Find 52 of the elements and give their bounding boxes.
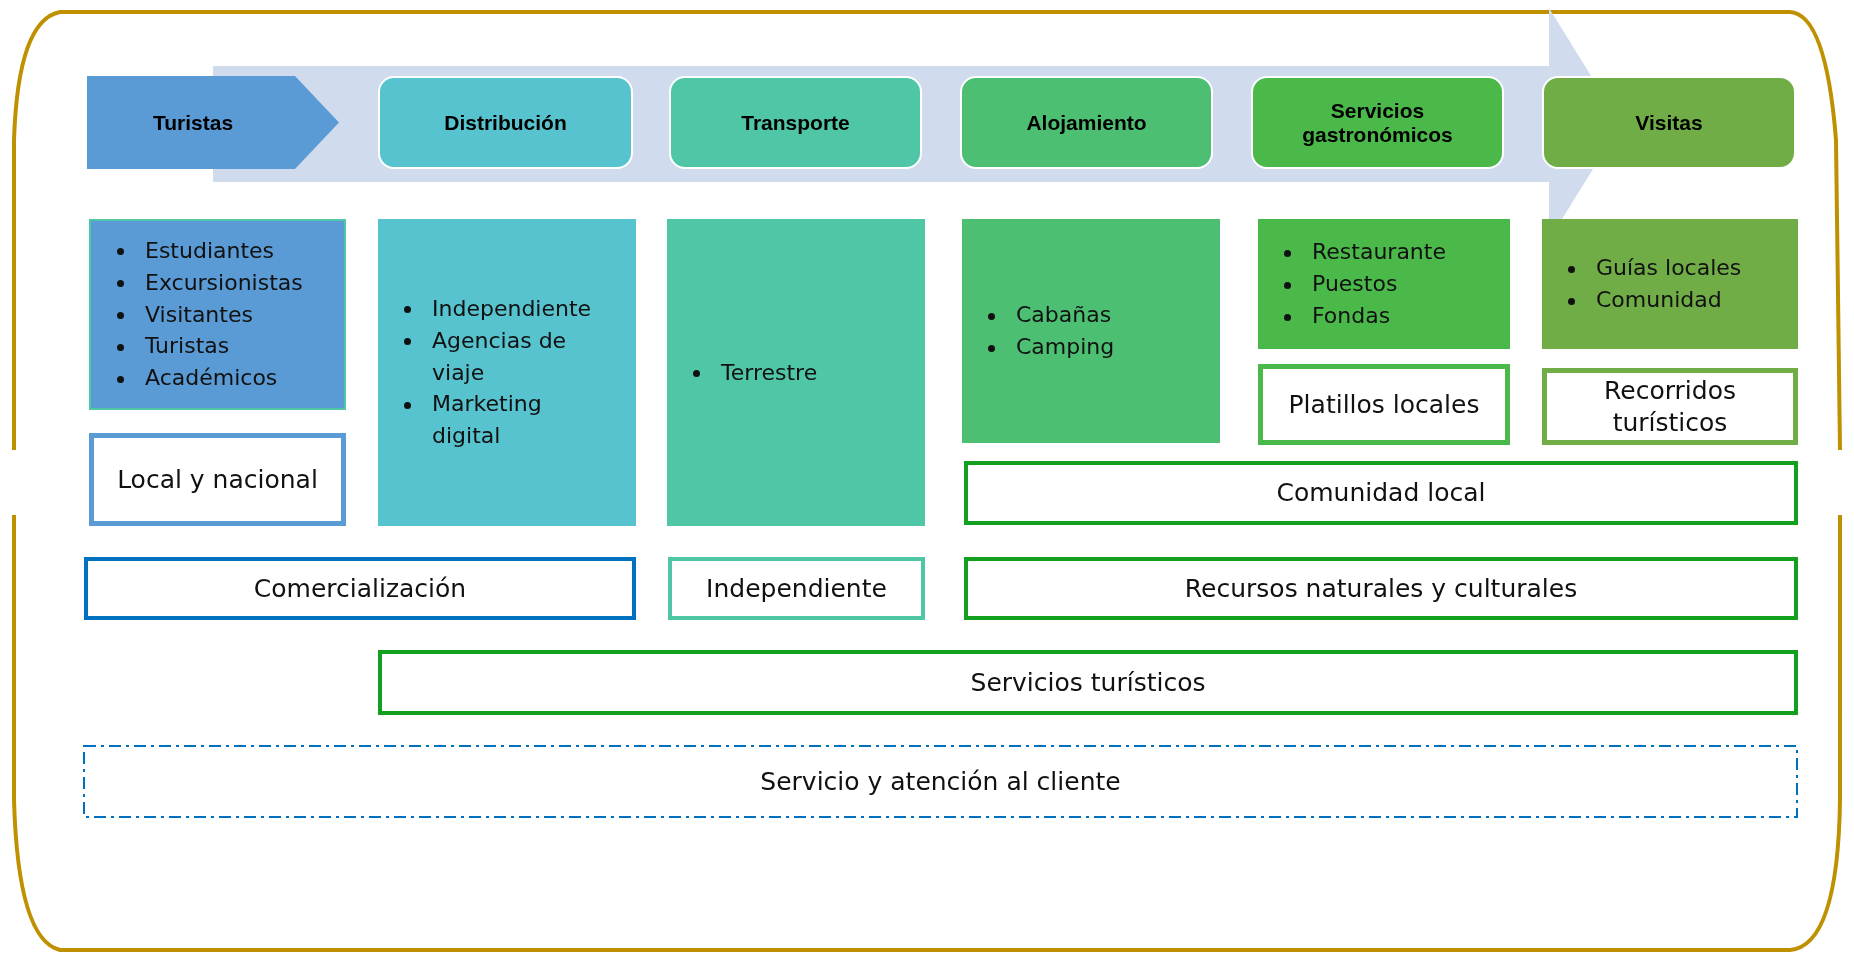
bullet-item: Terrestre [721, 359, 818, 385]
bullet-item: Cabañas [1016, 302, 1112, 328]
bullet-item: Visitantes [145, 301, 253, 327]
bullet-item: Excursionistas [145, 269, 303, 295]
list-panel [667, 219, 925, 526]
box-label: Independiente [706, 572, 887, 605]
bullet-item: Fondas [1312, 302, 1391, 328]
bullet-item: Independiente [432, 295, 592, 321]
bullet-item: Marketing digital [432, 391, 542, 449]
stage-title: Transporte [741, 110, 850, 135]
label-box [83, 745, 1798, 818]
bullet-item: Académicos [145, 365, 278, 391]
label-box [668, 557, 925, 620]
label-box [89, 433, 346, 526]
list-panel [1542, 219, 1798, 349]
box-label: Servicios turísticos [970, 666, 1206, 699]
list-panel [378, 219, 636, 526]
box-label: Servicio y atención al cliente [760, 765, 1121, 798]
bullet-item: Estudiantes [145, 237, 275, 263]
list-panel [962, 219, 1220, 443]
box-label: Comunidad local [1276, 477, 1486, 509]
bullet-item: Comunidad [1596, 287, 1722, 312]
bullet-item: Agencias de viaje [432, 327, 567, 385]
label-box [964, 461, 1798, 525]
stage-box [669, 76, 922, 169]
box-label: Platillos locales [1288, 388, 1480, 421]
box-label: Recursos naturales y culturales [1184, 572, 1578, 605]
stage-box [960, 76, 1213, 169]
chevron-shape [87, 76, 339, 169]
stage-box [1251, 76, 1504, 169]
stage-title: Distribución [444, 110, 567, 135]
stage-box [378, 76, 633, 169]
bullet-item: Restaurante [1312, 239, 1446, 265]
stage-box [1542, 76, 1796, 169]
list-panel [1258, 219, 1510, 349]
label-box [1258, 364, 1510, 445]
label-box [84, 557, 636, 620]
bullet-item: Guías locales [1596, 255, 1742, 281]
label-box [378, 650, 1798, 715]
bullet-item: Puestos [1312, 271, 1398, 297]
box-label: Local y nacional [117, 463, 318, 496]
box-label: Recorridos turísticos [1603, 375, 1737, 438]
stage-title: Visitas [1635, 110, 1703, 135]
stage-title: Alojamiento [1026, 110, 1147, 135]
list-panel [89, 219, 346, 410]
bullet-item: Turistas [145, 333, 230, 359]
box-label: Comercialización [253, 572, 467, 605]
stage-title: Turistas [152, 110, 234, 135]
label-box [964, 557, 1798, 620]
label-box [1542, 368, 1798, 445]
stage-title: Servicios gastronómicos [1301, 98, 1454, 147]
bullet-item: Camping [1016, 334, 1115, 359]
